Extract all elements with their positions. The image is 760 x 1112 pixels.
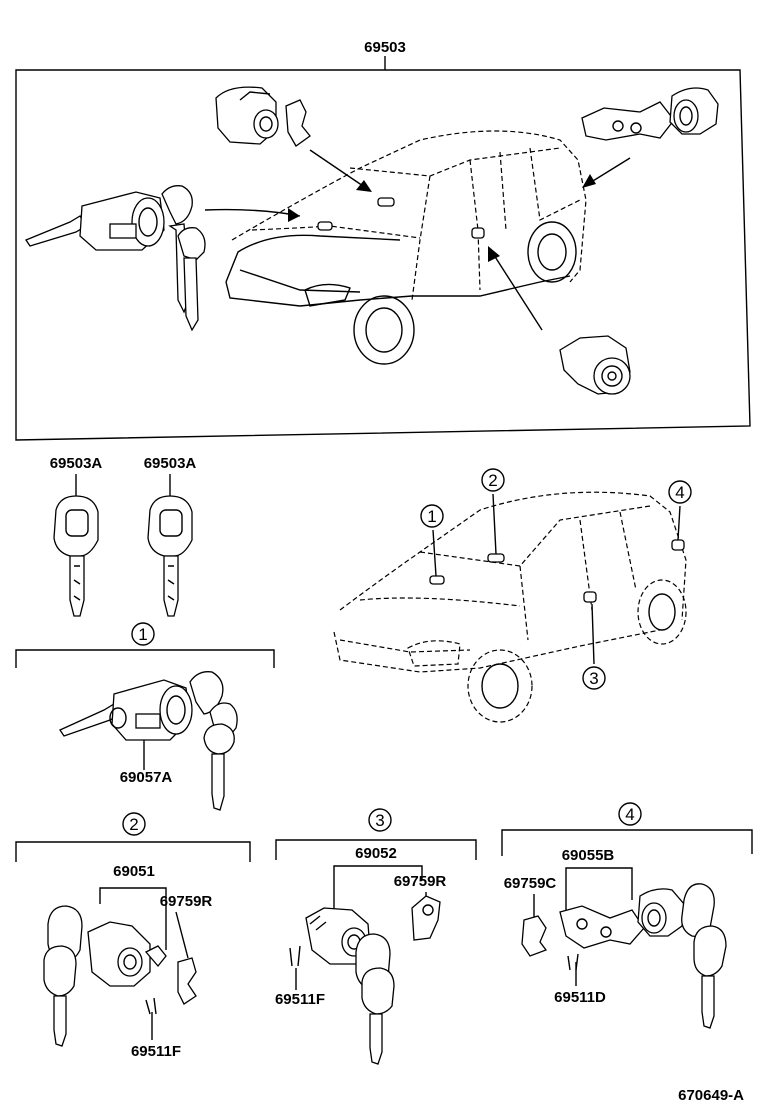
key-left-illustration [53, 495, 99, 617]
group-2-assembly-part-no: 69051 [113, 863, 155, 880]
group-3-marker: 3 [368, 808, 392, 832]
group-3-keys-illustration [355, 933, 395, 1065]
location-marker-2: 2 [481, 468, 505, 492]
group-4: 4 69055B 69759C 69511D [501, 802, 753, 1029]
group-4-marker: 4 [618, 802, 642, 826]
group-3-bracket [275, 839, 477, 860]
group-4-keys-illustration [681, 883, 727, 1029]
svg-text:4: 4 [675, 483, 684, 502]
svg-text:1: 1 [138, 625, 147, 644]
svg-text:2: 2 [488, 471, 497, 490]
group-2-retainer-part-no: 69759R [160, 893, 213, 910]
group-3-clip-part-no: 69511F [275, 991, 325, 1008]
diagram-reference-code: 670649-A [678, 1087, 744, 1104]
group-3-retainer-part-no: 69759R [394, 873, 447, 890]
group-4-bracket [501, 829, 753, 856]
svg-text:2: 2 [129, 815, 138, 834]
group-4-clip-part-no: 69511D [554, 989, 606, 1006]
keys-section: 69503A 69503A [50, 455, 197, 617]
svg-text:1: 1 [427, 507, 436, 526]
svg-text:3: 3 [589, 669, 598, 688]
top-assembly-frame [15, 69, 751, 441]
group-2-marker: 2 [122, 812, 146, 836]
svg-text:4: 4 [625, 805, 634, 824]
ignition-lock-illustration [25, 185, 206, 332]
location-marker-3: 3 [582, 666, 606, 690]
group-4-door-lock-illustration [521, 888, 685, 971]
group-4-retainer-part-no: 69759C [504, 875, 557, 892]
group-4-assembly-part-no: 69055B [562, 847, 615, 864]
group-3-assembly-part-no: 69052 [355, 845, 397, 862]
svg-text:3: 3 [375, 811, 384, 830]
group-2-door-lock-illustration [87, 921, 197, 1015]
group-1-marker: 1 [131, 622, 155, 646]
location-arrows [204, 149, 631, 331]
group-1: 1 69057A [15, 622, 275, 811]
group-4-assembly-leader [565, 867, 633, 914]
vehicle-location-illustration [333, 491, 687, 723]
group-2: 2 69051 69759R 69511F [15, 812, 251, 1060]
location-markers: 1 2 3 4 [420, 468, 692, 690]
group-3-assembly-leader [333, 865, 423, 910]
door-lock-illustration-lower-right [559, 335, 631, 395]
top-assembly: 69503 [15, 39, 751, 441]
group-1-part-no: 69057A [120, 769, 173, 786]
group-2-bracket [15, 841, 251, 862]
group-2-keys-illustration [43, 905, 83, 1047]
location-marker-4: 4 [668, 480, 692, 504]
group-2-retainer-leader [175, 911, 189, 959]
ignition-lock-cylinder-illustration [59, 671, 238, 811]
top-assembly-part-no: 69503 [364, 39, 406, 56]
group-3: 3 69052 69759R 69511F [275, 808, 477, 1065]
group-1-bracket [15, 649, 275, 668]
door-lock-illustration-upper-right [581, 87, 719, 141]
key-left-part-no: 69503A [50, 455, 103, 472]
door-lock-illustration-upper-left [215, 86, 311, 147]
vehicle-top-illustration [225, 130, 587, 365]
group-2-clip-part-no: 69511F [131, 1043, 181, 1060]
key-right-part-no: 69503A [144, 455, 197, 472]
key-right-illustration [147, 495, 193, 617]
group-2-assembly-leader [99, 887, 167, 950]
group-3-door-lock-illustration [289, 895, 441, 967]
location-marker-1: 1 [420, 504, 444, 528]
